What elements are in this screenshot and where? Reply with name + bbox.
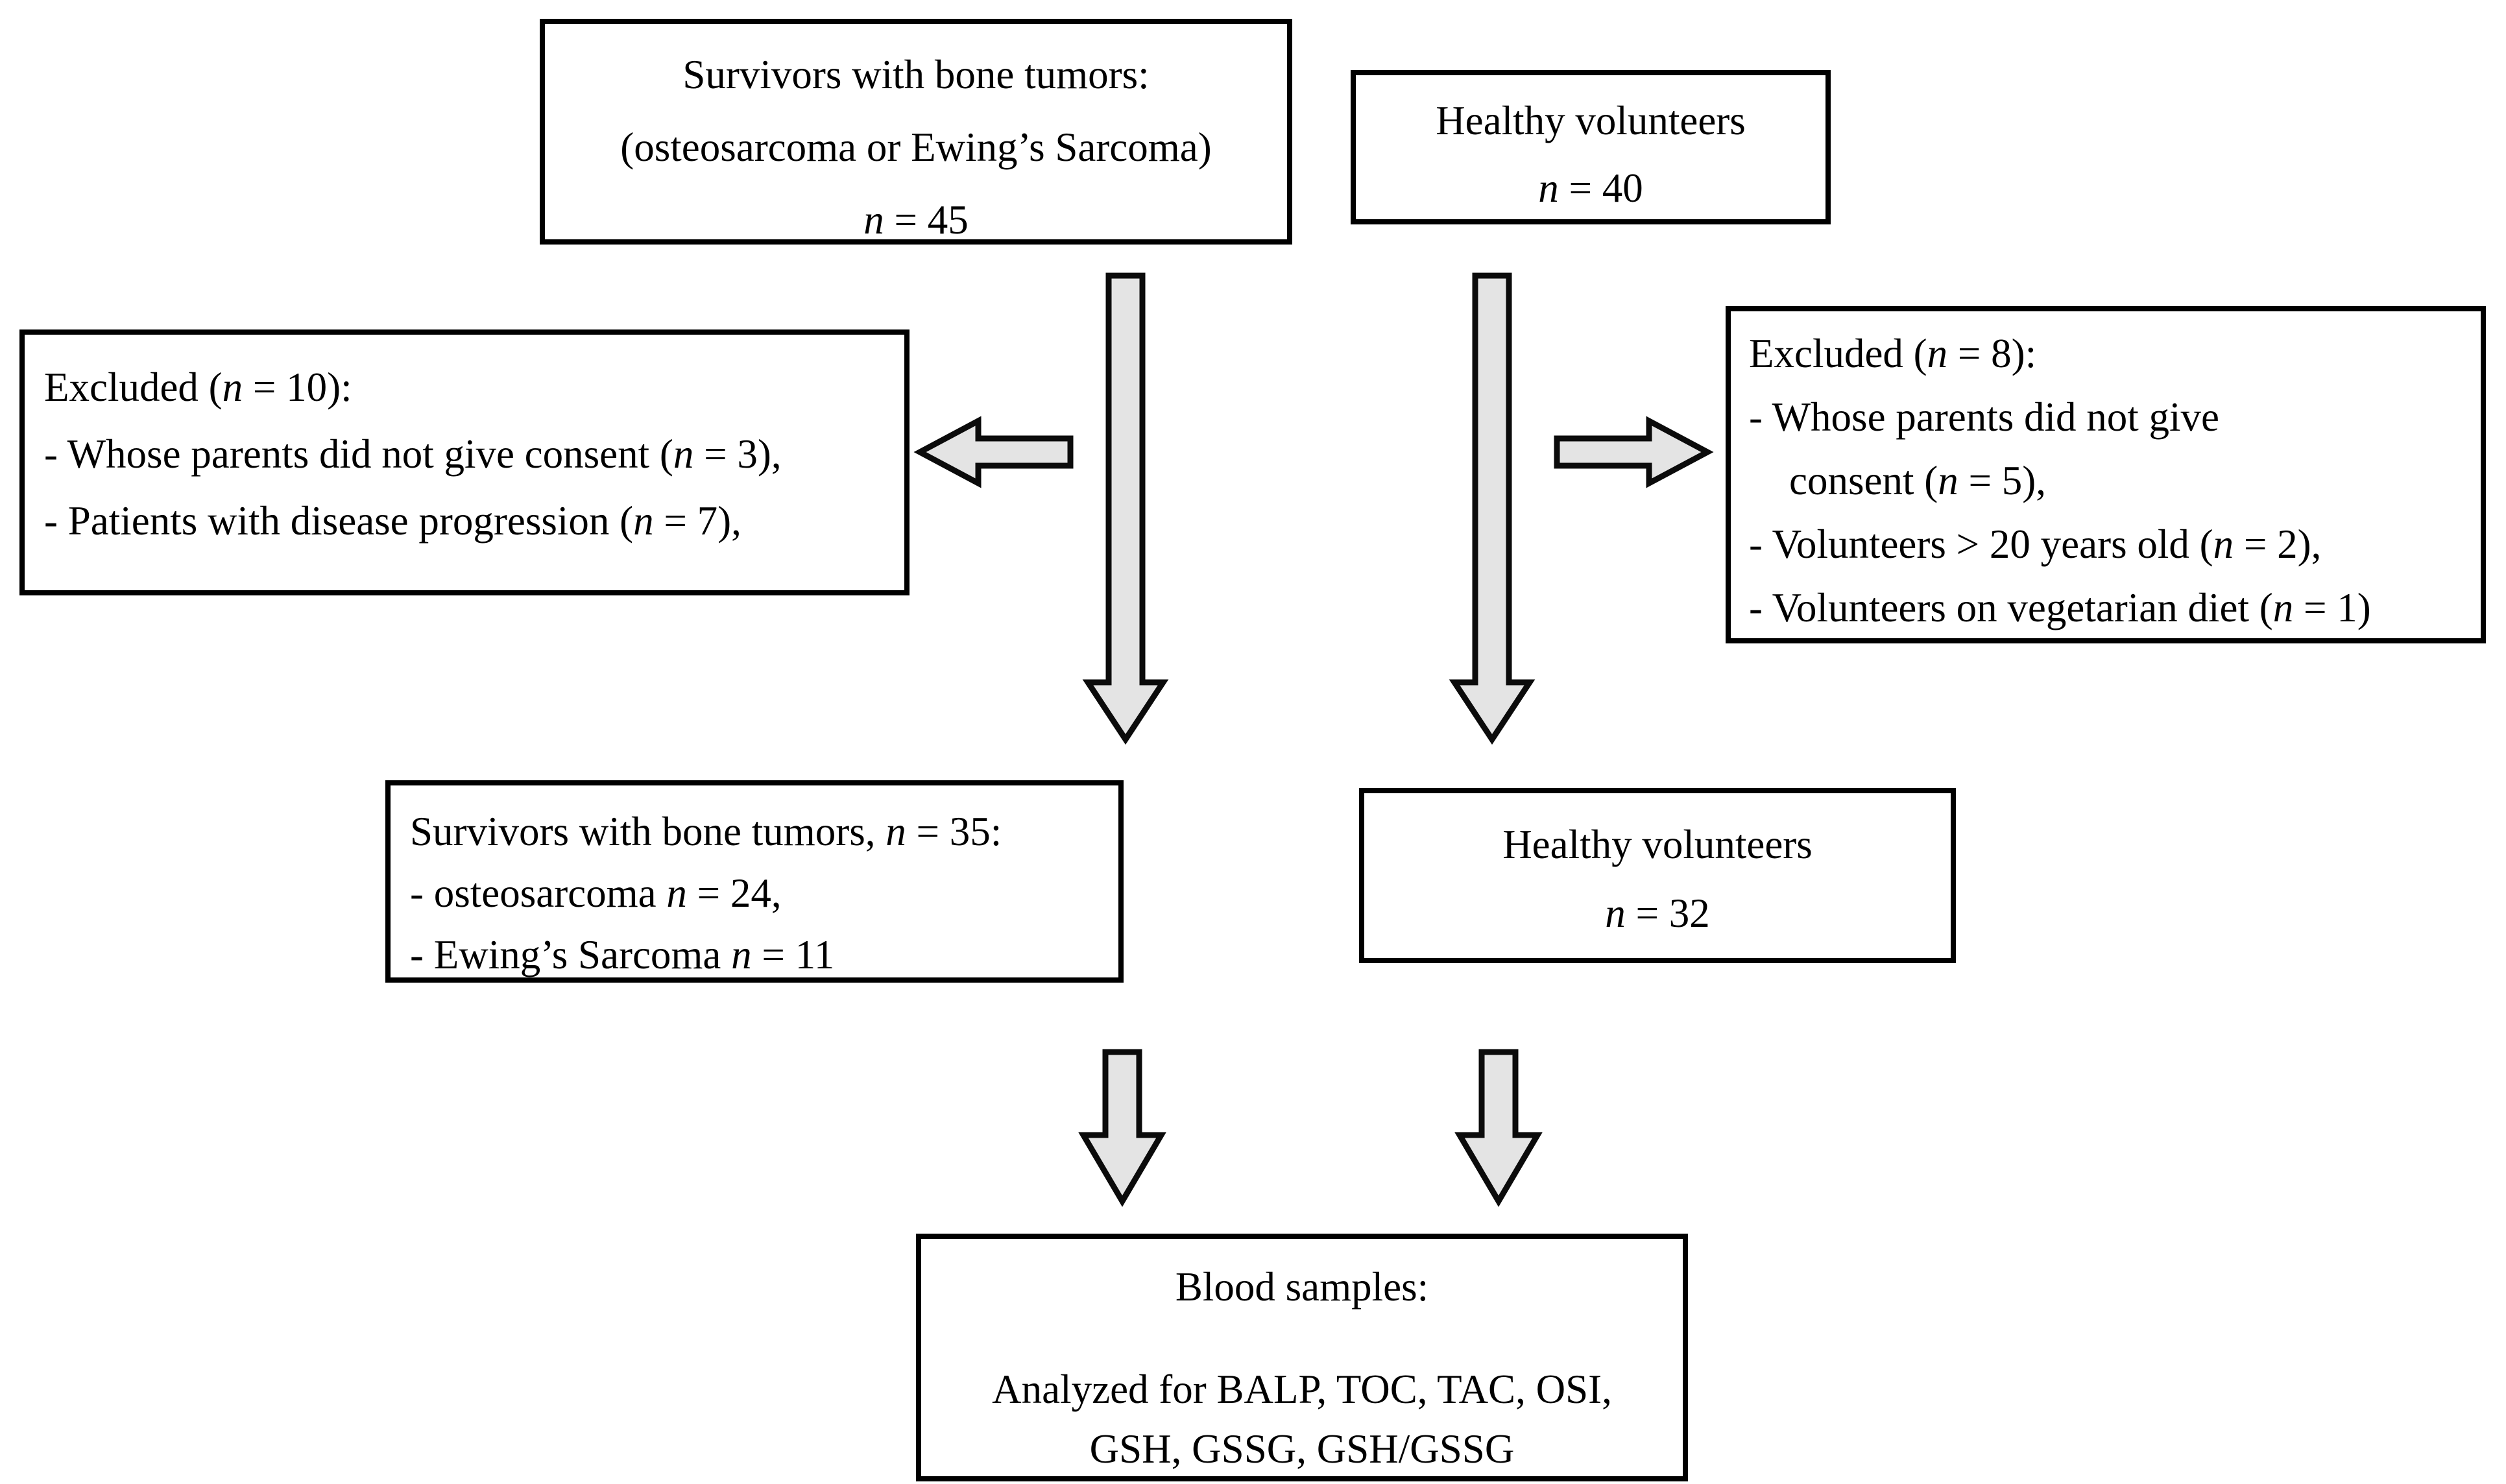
arrow-right-excluded-icon	[1554, 416, 1714, 488]
box-excluded-healthy: Excluded (n = 8): - Whose parents did no…	[1726, 306, 2486, 643]
box-line: - Volunteers on vegetarian diet (n = 1)	[1749, 585, 2371, 630]
arrow-left-excluded-icon	[913, 416, 1074, 488]
box-line: - Whose parents did not give consent (n …	[44, 431, 782, 477]
box-line: Survivors with bone tumors:	[682, 52, 1150, 97]
box-line: - Patients with disease progression (n =…	[44, 498, 741, 544]
box-line: - Ewing’s Sarcoma n = 11	[410, 932, 835, 977]
box-healthy-enrolled: Healthy volunteers n = 40	[1351, 70, 1831, 224]
box-line: Healthy volunteers	[1436, 98, 1746, 143]
box-excluded-survivors: Excluded (n = 10): - Whose parents did n…	[19, 329, 910, 595]
box-line: n = 32	[1605, 891, 1710, 936]
arrow-down-healthy-icon	[1449, 272, 1536, 745]
box-line: Excluded (n = 10):	[44, 365, 352, 410]
box-blood-samples: Blood samples: Analyzed for BALP, TOC, T…	[916, 1234, 1688, 1481]
box-line: consent (n = 5),	[1789, 458, 2046, 503]
arrow-down-healthy-final-icon	[1454, 1049, 1543, 1207]
box-line: Analyzed for BALP, TOC, TAC, OSI,	[992, 1367, 1612, 1412]
box-line: (osteosarcoma or Ewing’s Sarcoma)	[620, 125, 1212, 170]
box-line: n = 40	[1538, 165, 1643, 211]
box-survivors-enrolled: Survivors with bone tumors: (osteosarcom…	[540, 19, 1292, 245]
box-healthy-final: Healthy volunteers n = 32	[1359, 788, 1956, 963]
box-line: n = 45	[863, 197, 969, 243]
arrow-down-survivors-final-icon	[1078, 1049, 1166, 1207]
box-line: - Volunteers > 20 years old (n = 2),	[1749, 521, 2322, 567]
box-line: Healthy volunteers	[1502, 822, 1813, 867]
box-line: GSH, GSSG, GSH/GSSG	[1089, 1426, 1515, 1472]
box-survivors-final: Survivors with bone tumors, n = 35: - os…	[385, 780, 1124, 983]
box-line: Excluded (n = 8):	[1749, 331, 2037, 376]
arrow-down-survivors-icon	[1082, 272, 1169, 745]
box-line: - Whose parents did not give	[1749, 394, 2219, 440]
box-line: Blood samples:	[1175, 1264, 1429, 1310]
box-line: Survivors with bone tumors, n = 35:	[410, 809, 1002, 854]
box-line: - osteosarcoma n = 24,	[410, 870, 782, 916]
